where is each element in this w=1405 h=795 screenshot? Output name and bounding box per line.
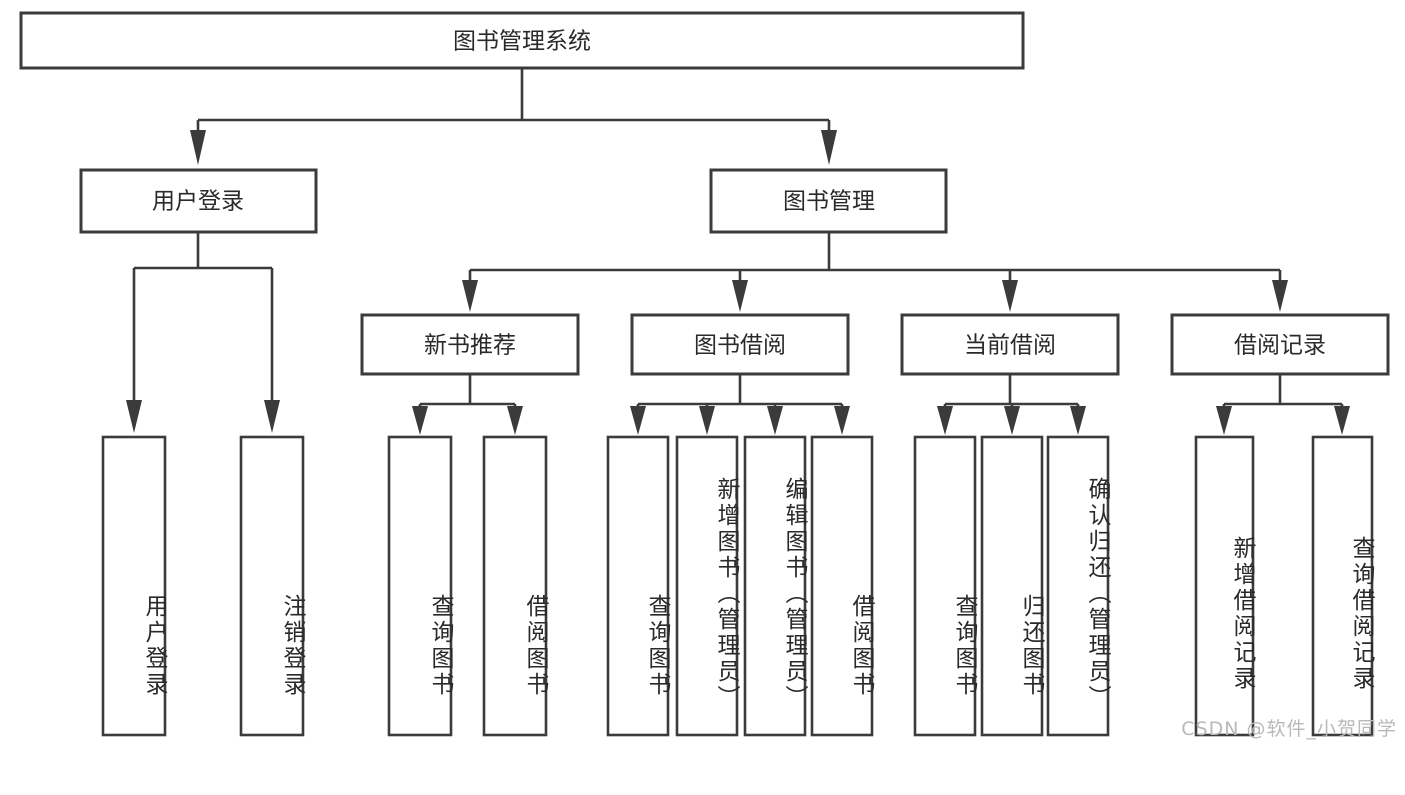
leaf-box-query-book-new[interactable] [387,435,453,737]
arrow-head-l3-3 [1002,280,1018,312]
node-root-label: 图书管理系统 [453,29,591,55]
arrow-head-ul-1 [126,400,142,433]
node-current-borrow-box[interactable] [900,313,1120,376]
node-current-borrow-label: 当前借阅 [964,333,1056,359]
node-new-book-recommend-label: 新书推荐 [424,333,516,359]
arrow-head-l3-2 [732,280,748,312]
node-book-borrow[interactable]: 图书借阅 [630,313,850,376]
leaf-box-return-book[interactable] [980,435,1044,737]
leaf-box-edit-book-admin[interactable] [743,435,807,737]
leaf-box-query-book-current[interactable] [913,435,977,737]
arrow-head-nb-2 [507,406,523,435]
node-book-management[interactable]: 图书管理 [709,168,948,234]
node-borrow-records-label: 借阅记录 [1234,333,1326,359]
arrow-head-l3-4 [1272,280,1288,312]
node-borrow-records[interactable]: 借阅记录 [1170,313,1390,376]
node-current-borrow[interactable]: 当前借阅 [900,313,1120,376]
arrow-head-bo-1 [630,406,646,435]
arrow-head-nb-1 [412,406,428,435]
arrow-head-user-login [190,130,206,165]
arrow-head-bo-2 [699,406,715,435]
arrow-head-bo-3 [767,406,783,435]
arrow-head-cu-1 [937,406,953,435]
leaf-box-add-borrow-record[interactable] [1194,435,1255,737]
functional-structure-diagram: 图书管理系统 用户登录 图书管理 新书推荐 图书借阅 当前借阅 借阅记录 [19,11,1390,737]
leaf-box-user-login[interactable] [101,435,167,737]
node-borrow-records-box[interactable] [1170,313,1390,376]
diagram-canvas: 图书管理系统 用户登录 图书管理 新书推荐 图书借阅 当前借阅 借阅记录 [19,11,1397,740]
leaf-box-borrow-book[interactable] [810,435,874,737]
node-new-book-recommend[interactable]: 新书推荐 [360,313,580,376]
arrow-head-ul-2 [264,400,280,433]
arrow-head-re-1 [1216,406,1232,435]
arrow-head-cu-3 [1070,406,1086,435]
node-book-borrow-box[interactable] [630,313,850,376]
node-book-borrow-label: 图书借阅 [694,333,786,359]
node-user-login[interactable]: 用户登录 [79,168,318,234]
leaf-box-add-book-admin[interactable] [675,435,739,737]
node-user-login-label: 用户登录 [152,189,244,215]
arrow-head-book-mgmt [821,130,837,165]
leaf-box-layer [101,435,1374,737]
csdn-watermark: CSDN @软件_小贺同学 [1181,718,1397,740]
leaf-box-query-borrow-record[interactable] [1311,435,1374,737]
node-user-login-box[interactable] [79,168,318,234]
connector-layer [126,68,1350,435]
leaf-box-confirm-return-admin[interactable] [1046,435,1110,737]
node-new-book-recommend-box[interactable] [360,313,580,376]
node-book-management-label: 图书管理 [783,189,875,215]
arrow-head-l3-1 [462,280,478,312]
arrow-head-cu-2 [1004,406,1020,435]
node-book-management-box[interactable] [709,168,948,234]
arrow-head-bo-4 [834,406,850,435]
node-root[interactable]: 图书管理系统 [19,11,1025,70]
leaf-box-borrow-book-new[interactable] [482,435,548,737]
leaf-box-query-book-borrow[interactable] [606,435,670,737]
node-root-box[interactable] [19,11,1025,70]
arrow-head-re-2 [1334,406,1350,435]
leaf-box-logout[interactable] [239,435,305,737]
